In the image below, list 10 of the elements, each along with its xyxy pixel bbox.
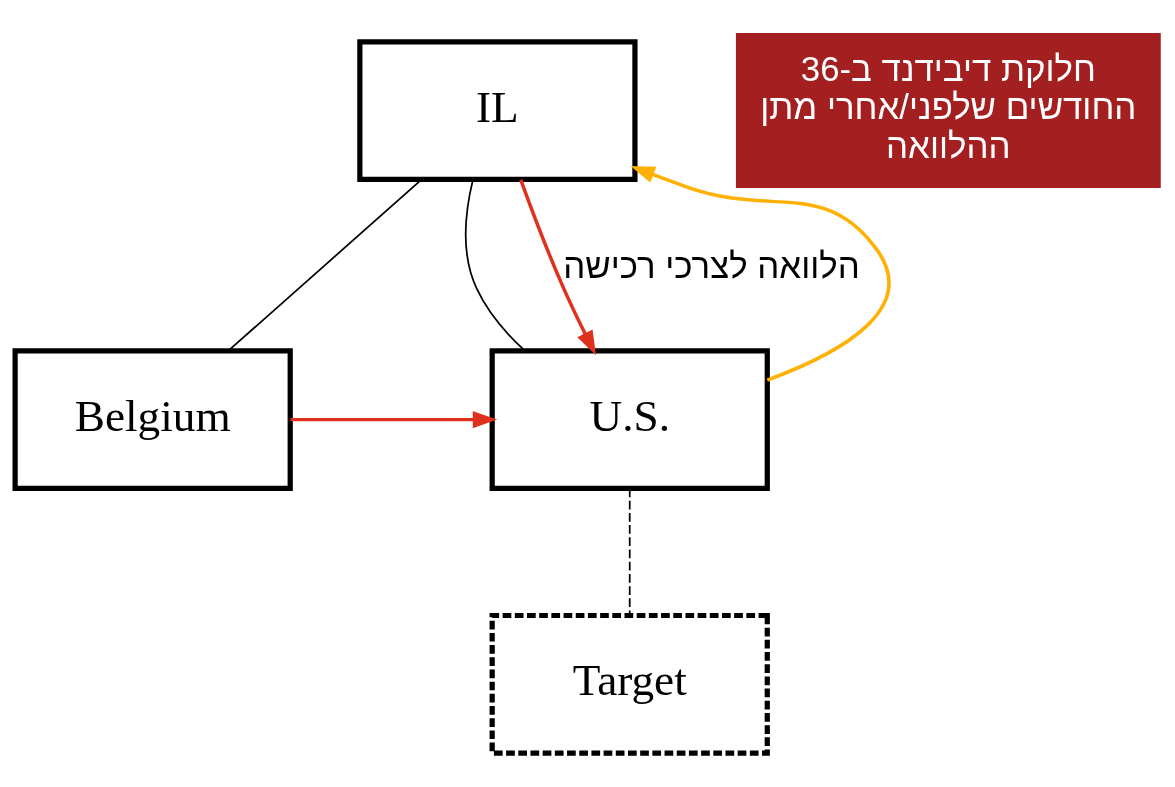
node-box: חלוקת דיבידנד ב-36 החודשים שלפני/אחרי מתן ההלוואה [735, 33, 1161, 189]
node-box: Belgium [12, 348, 293, 491]
edge-label: הלוואה לצרכי רכישה [563, 245, 860, 285]
node-box: U.S. [489, 348, 770, 491]
node-box: Target [489, 612, 770, 756]
arrow [519, 179, 596, 356]
arrow [290, 411, 498, 429]
connector [464, 179, 526, 352]
arrow [630, 165, 891, 382]
node-box: IL [357, 39, 638, 182]
